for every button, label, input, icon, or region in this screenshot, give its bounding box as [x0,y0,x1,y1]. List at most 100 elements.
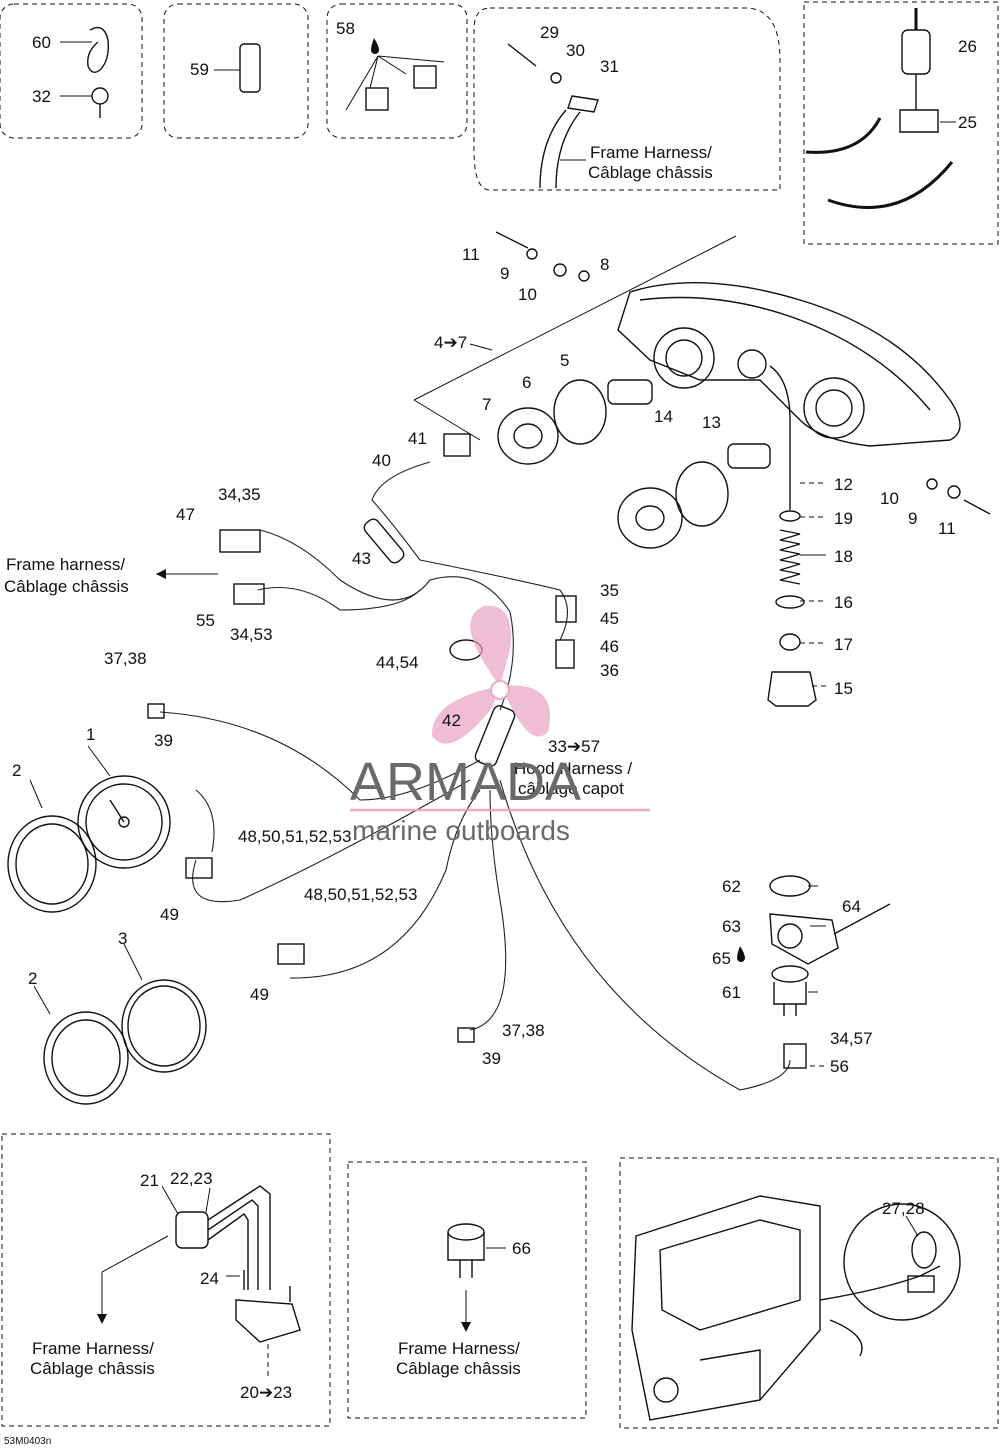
part-label-p19: 19 [834,509,853,528]
adjuster-column [767,365,817,707]
sleeve-42 [474,705,516,767]
part-label-p26: 26 [958,37,977,56]
connector-41 [443,433,471,457]
bulb-socket-front [497,379,653,465]
group-bracket-top [413,235,737,401]
caption-frame-harness-left-1: Frame harness/ [6,555,125,574]
detail-box-tube [163,3,309,139]
wiring-harness [159,461,791,1091]
part-label-p13: 13 [702,413,721,432]
part-label-p43: 43 [352,549,371,568]
part-label-p3738b: 37,38 [502,1021,545,1040]
part-label-p62: 62 [722,877,741,896]
bulb-socket-rear [617,443,771,549]
grease-drop-icon [371,38,379,54]
caption-frame-harness-bm-1: Frame Harness/ [398,1339,520,1358]
part-label-p18: 18 [834,547,853,566]
part-label-p41: 41 [408,429,427,448]
part-label-p65: 65 [712,949,731,968]
detail-box-sensor [1,1133,331,1427]
part-label-p30: 30 [566,41,585,60]
gauge-ring-2b [43,1011,129,1105]
part-label-p5: 5 [560,351,569,370]
caption-frame-harness-bl-2: Câblage châssis [30,1359,155,1378]
part-label-p35: 35 [600,581,619,600]
part-label-p10b: 10 [880,489,899,508]
part-label-p39a: 39 [154,731,173,750]
socket-66 [447,1223,485,1278]
watermark-logo [350,605,650,812]
part-label-p64: 64 [842,897,861,916]
heat-shrink-tube [363,518,405,564]
part-label-p3453: 34,53 [230,625,273,644]
screw-stack-top [495,231,590,282]
part-label-p11a: 11 [462,245,480,264]
gauge-ring-2a [7,815,97,913]
part-label-p10a: 10 [518,285,537,304]
part-label-p49a: 49 [160,905,179,924]
part-label-p45: 45 [600,609,619,628]
connector-46 [555,639,575,669]
part-label-p3457: 34,57 [830,1029,873,1048]
watermark-tagline: marine outboards [352,815,570,846]
caption-frame-harness-bm-2: Câblage châssis [396,1359,521,1378]
connector-49-b [277,943,305,965]
caption-hood-harness-2: câblage capot [518,779,624,798]
connector-55 [233,583,265,605]
caption-frame-harness-top-2: Câblage châssis [588,163,713,182]
clip-39-bottom [457,1027,475,1043]
part-label-p4to7: 4➔7 [434,333,467,352]
part-label-p60: 60 [32,33,51,52]
power-outlet-group [737,875,891,1016]
part-label-p48a: 48,50,51,52,53 [238,827,351,846]
connector-35 [555,595,577,623]
part-label-p6: 6 [522,373,531,392]
part-label-p11b: 11 [938,519,956,538]
part-label-p66: 66 [512,1239,531,1258]
part-label-p46: 46 [600,637,619,656]
part-label-p8: 8 [600,255,609,274]
detail-box-connector [326,3,468,139]
part-label-p58: 58 [336,19,355,38]
grease-drop-icon-2 [737,946,745,962]
cable-tie-icon [60,26,110,73]
part-label-p32: 32 [32,87,51,106]
part-label-p3738a: 37,38 [104,649,147,668]
part-label-p14: 14 [654,407,673,426]
part-label-p2a: 2 [12,761,21,780]
gauge-1 [77,775,171,869]
part-label-p9a: 9 [500,264,509,283]
gauge-lens-3 [121,979,207,1073]
part-label-p55: 55 [196,611,215,630]
caption-frame-harness-left-2: Câblage châssis [4,577,129,596]
part-label-p7: 7 [482,395,491,414]
zoom-circle [843,1203,961,1321]
part-label-p2728: 27,28 [882,1199,925,1218]
sensor-connector [175,1185,301,1343]
drawing-code: 53M0403n [4,1436,51,1447]
connector-47 [219,529,261,553]
part-label-p3435: 34,35 [218,485,261,504]
part-label-p25: 25 [958,113,977,132]
detail-box-ties [0,3,143,139]
part-label-p15: 15 [834,679,853,698]
part-label-p12: 12 [834,475,853,494]
part-label-p48b: 48,50,51,52,53 [304,885,417,904]
part-label-p24: 24 [200,1269,219,1288]
screw-icon [60,87,109,118]
connector-49-a [185,857,213,879]
connector-icon [345,38,445,111]
headlamp-housing [617,281,961,447]
part-label-p40: 40 [372,451,391,470]
part-label-p29: 29 [540,23,559,42]
part-label-p63: 63 [722,917,741,936]
switch-icon [805,8,956,209]
tube-icon [214,43,261,93]
part-label-p61: 61 [722,983,741,1002]
detail-box-harness-clip [473,7,781,191]
part-label-p42: 42 [442,711,461,730]
part-label-p49b: 49 [250,985,269,1004]
